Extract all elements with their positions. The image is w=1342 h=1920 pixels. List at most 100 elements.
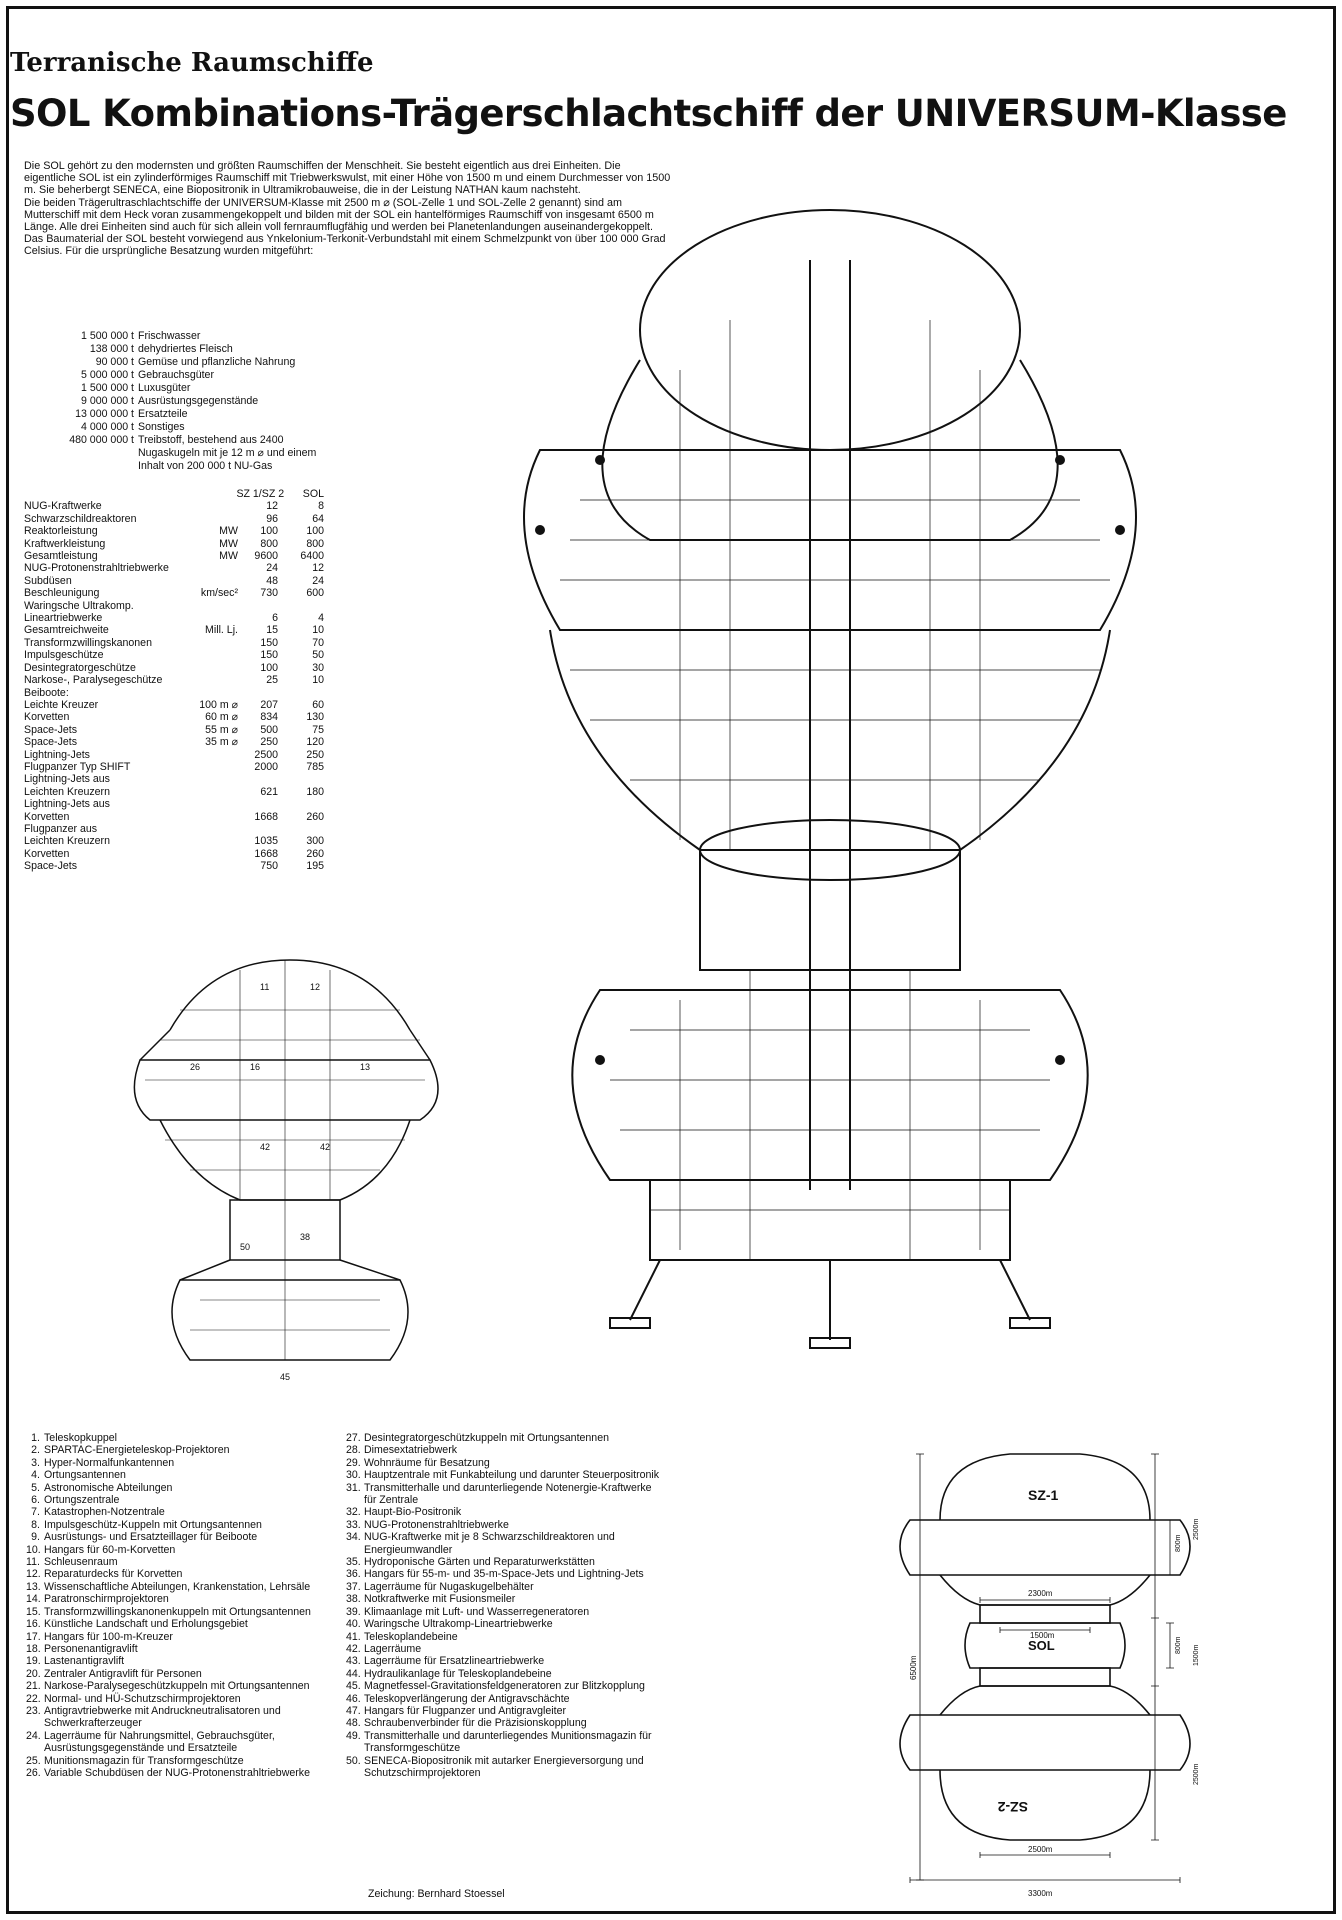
legend-number: 26. <box>26 1766 41 1779</box>
spec-value-sz <box>238 687 278 699</box>
spec-value-sz: 48 <box>266 574 278 587</box>
legend-text: Teleskoplandebeine <box>364 1630 458 1643</box>
legend-number: 42. <box>346 1642 361 1655</box>
spec-name: Transformzwillingskanonen <box>24 636 152 649</box>
spec-unit <box>194 773 238 785</box>
spec-value-sz <box>238 823 278 835</box>
spec-name: Lightning-Jets <box>24 748 90 761</box>
legend-number: 45. <box>346 1680 361 1693</box>
overtitle: Terranische Raumschiffe <box>10 48 374 78</box>
legend-number: 7. <box>31 1506 40 1519</box>
spec-unit <box>194 761 238 773</box>
legend-item: 43.Lagerräume für Ersatzlineartriebwerke <box>346 1655 666 1667</box>
legend-item: 40.Waringsche Ultrakomp-Lineartriebwerke <box>346 1618 666 1630</box>
legend-text: Lagerräume für Ersatzlineartriebwerke <box>364 1655 545 1668</box>
legend-item: 23.Antigravtriebwerke mit Andruckneutral… <box>26 1705 346 1730</box>
legend-text: Ausrüstungs- und Ersatzteillager für Bei… <box>44 1531 258 1544</box>
spec-unit: Mill. Lj. <box>205 624 238 637</box>
spec-value-sz <box>238 798 278 810</box>
spec-name: Korvetten <box>24 847 70 860</box>
spec-value-sol: 8 <box>318 500 324 513</box>
legend-number: 4. <box>31 1469 40 1482</box>
spec-value-sz: 1035 <box>254 835 278 848</box>
legend-item: 28.Dimesextatriebwerk <box>346 1444 666 1456</box>
legend-text: Ortungszentrale <box>44 1494 120 1507</box>
supply-row: Inhalt von 200 000 t NU-Gas <box>34 460 418 473</box>
legend-item: 8.Impulsgeschütz-Kuppeln mit Ortungsante… <box>26 1519 346 1531</box>
spec-value-sol: 24 <box>312 574 324 587</box>
legend-number: 30. <box>346 1469 361 1482</box>
spec-unit <box>194 649 238 661</box>
spec-value-sol: 6400 <box>300 550 324 563</box>
spec-value-sol: 50 <box>312 649 324 662</box>
spec-name: Waringsche Ultrakomp. <box>24 599 134 612</box>
spec-value-sz: 834 <box>260 711 278 724</box>
svg-text:42: 42 <box>320 1142 330 1152</box>
legend-item: 38.Notkraftwerke mit Fusionsmeiler <box>346 1593 666 1605</box>
spec-name: Subdüsen <box>24 574 72 587</box>
legend-item: 32.Haupt-Bio-Positronik <box>346 1506 666 1518</box>
spec-row: Lightning-Jets aus <box>24 798 324 810</box>
legend-number: 25. <box>26 1754 41 1767</box>
legend-text: Transmitterhalle und darunterliegendes M… <box>364 1729 652 1755</box>
supply-description: Sonstiges <box>138 421 185 433</box>
svg-text:26: 26 <box>190 1062 200 1072</box>
legend-item: 27.Desintegratorgeschützkuppeln mit Ortu… <box>346 1432 666 1444</box>
legend-text: Lastenantigravlift <box>44 1655 125 1668</box>
svg-text:42: 42 <box>260 1142 270 1152</box>
legend-text: Schleusenraum <box>44 1556 118 1569</box>
spec-name: Space-Jets <box>24 736 77 749</box>
sz1-ring <box>899 1519 1191 1576</box>
supply-quantity: 13 000 000 t <box>75 408 134 420</box>
legend-number: 40. <box>346 1618 361 1631</box>
legend-number: 12. <box>26 1568 41 1581</box>
legend-text: Lagerräume <box>364 1642 422 1655</box>
spec-value-sol: 600 <box>306 587 324 600</box>
spec-unit <box>194 562 238 574</box>
spec-unit <box>194 662 238 674</box>
legend-item: 50.SENECA-Biopositronik mit autarker Ene… <box>346 1755 666 1780</box>
legend-number: 50. <box>346 1754 361 1767</box>
spec-name: Leichte Kreuzer <box>24 698 99 711</box>
legend-text: Schraubenverbinder für die Präzisionskop… <box>364 1717 587 1730</box>
legend-item: 17.Hangars für 100-m-Kreuzer <box>26 1631 346 1643</box>
legend-item: 34.NUG-Kraftwerke mit je 8 Schwarzschild… <box>346 1531 666 1556</box>
spec-row: Lightning-Jets aus <box>24 773 324 785</box>
legend-text: Wissenschaftliche Abteilungen, Krankenst… <box>44 1580 311 1593</box>
legend-item: 33.NUG-Protonenstrahltriebwerke <box>346 1519 666 1531</box>
dim-2300: 2300m <box>1028 1589 1053 1598</box>
legend-number: 21. <box>26 1680 41 1693</box>
spec-unit <box>194 811 238 823</box>
legend-number: 31. <box>346 1481 361 1494</box>
supply-quantity: 1 500 000 t <box>80 330 134 342</box>
spec-unit <box>194 575 238 587</box>
legend-item: 11. Schleusenraum <box>26 1556 346 1568</box>
supply-description: Gemüse und pflanzliche Nahrung <box>138 356 296 368</box>
legend-number: 15. <box>26 1605 41 1618</box>
spec-row: Flugpanzer aus <box>24 823 324 835</box>
spec-name: NUG-Kraftwerke <box>24 500 102 513</box>
legend-number: 48. <box>346 1717 361 1730</box>
spec-unit: MW <box>219 550 238 563</box>
spec-value-sol: 60 <box>312 698 324 711</box>
spec-value-sz: 750 <box>260 860 278 873</box>
supply-quantity: 90 000 t <box>95 356 134 368</box>
legend-number: 11. <box>26 1556 40 1569</box>
spec-unit <box>194 600 238 612</box>
spec-value-sz: 100 <box>260 661 278 674</box>
legend-number: 13. <box>26 1580 41 1593</box>
legend-text: Klimaanlage mit Luft- und Wasserregenera… <box>364 1605 590 1618</box>
